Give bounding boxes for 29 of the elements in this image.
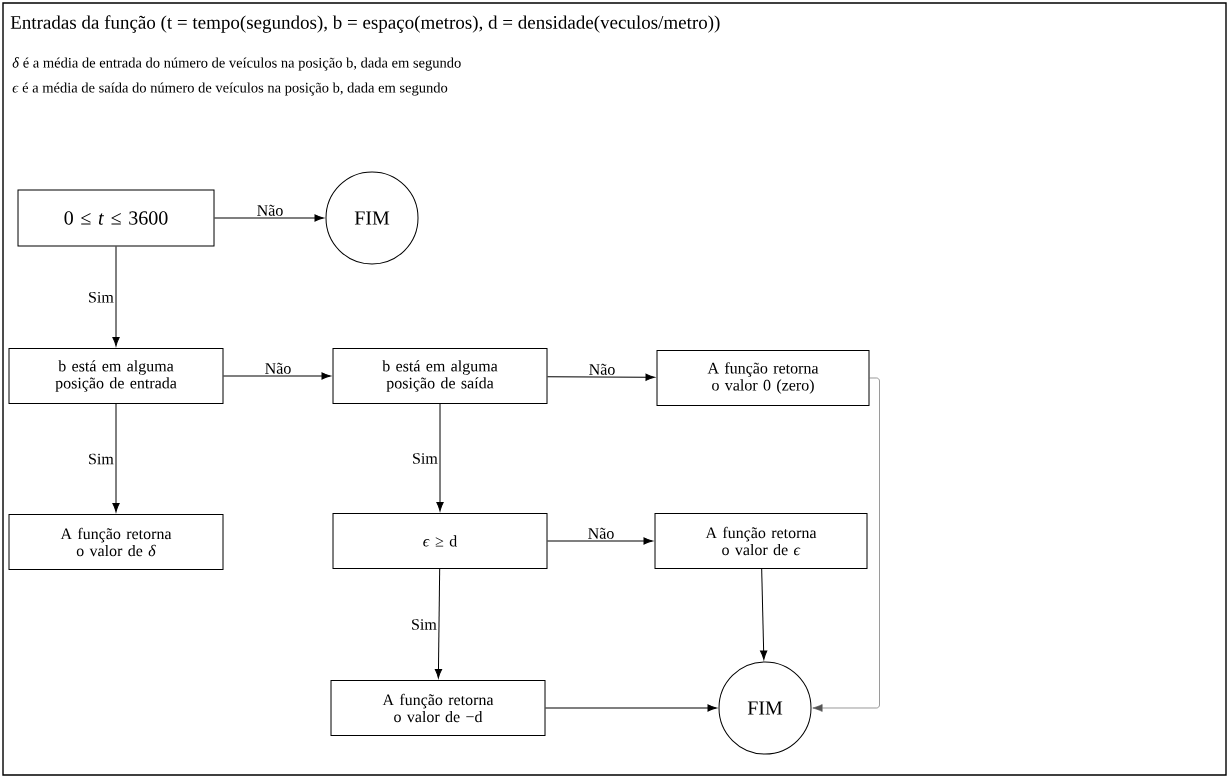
arrow — [436, 403, 444, 512]
edge-label: Não — [263, 361, 293, 375]
arrow — [760, 568, 768, 660]
edge-label: Sim — [87, 452, 115, 466]
process-box: b está em alguma posição de saída — [332, 348, 548, 404]
arrow — [112, 246, 120, 347]
edge-label: Sim — [411, 452, 439, 465]
arrow — [112, 403, 120, 513]
edge-label: Não — [255, 203, 285, 217]
process-box: A função retorna o valor de δ — [8, 514, 224, 570]
process-box: A função retorna o valor de ϵ — [654, 513, 868, 569]
process-box: b está em alguma posição de entrada — [8, 348, 224, 404]
arrow — [434, 568, 443, 679]
arrow — [545, 704, 717, 712]
edge-label: Não — [586, 526, 616, 540]
note: ϵ é a média de saída do número de veículos na posição b, dada em segundo — [12, 82, 448, 96]
process-box: ϵ ≥ d — [332, 513, 548, 569]
title: Entradas da função (t = tempo(segundos), b = espaço(metros), d = densidade(veculos/metro)) — [10, 15, 720, 33]
edge-label: Sim — [410, 618, 438, 631]
note: δ é a média de entrada do número de veículos na posição b, dada em segundo — [12, 57, 461, 71]
process-box: A função retorna o valor de −d — [330, 680, 546, 736]
arrow — [214, 214, 324, 222]
arrow — [547, 537, 653, 545]
arrow — [547, 373, 655, 381]
arrow — [223, 372, 331, 380]
edge-label: Não — [587, 362, 617, 376]
process-box: 0 ≤ t ≤ 3600 — [17, 189, 215, 247]
process-box: A função retorna o valor 0 (zero) — [656, 350, 870, 406]
edge-label: Sim — [87, 290, 115, 304]
